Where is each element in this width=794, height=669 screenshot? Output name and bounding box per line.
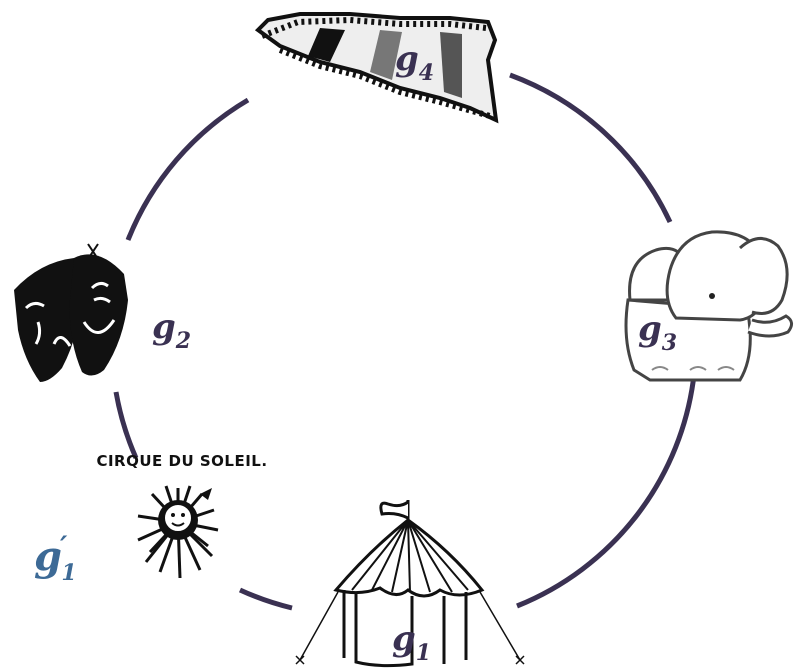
ring-arc-film-to-elephant xyxy=(510,75,670,222)
label-g1-prime: g′1 xyxy=(34,530,77,586)
sun-face-logo-icon xyxy=(138,486,218,578)
film-strip-icon xyxy=(258,14,496,120)
theater-masks-icon xyxy=(14,244,128,382)
elephant-icon xyxy=(626,232,792,380)
ring-arc-elephant-to-tent xyxy=(517,375,694,606)
cirque-logo-text: CIRQUE DU SOLEIL. xyxy=(96,452,267,470)
ring-arc-film-to-masks xyxy=(128,100,248,240)
label-g1: g1 xyxy=(392,619,431,666)
label-g2: g2 xyxy=(152,307,191,354)
ring-arc-masks-to-cirque xyxy=(116,392,136,458)
ring-arc-cirque-to-tent xyxy=(240,590,292,608)
